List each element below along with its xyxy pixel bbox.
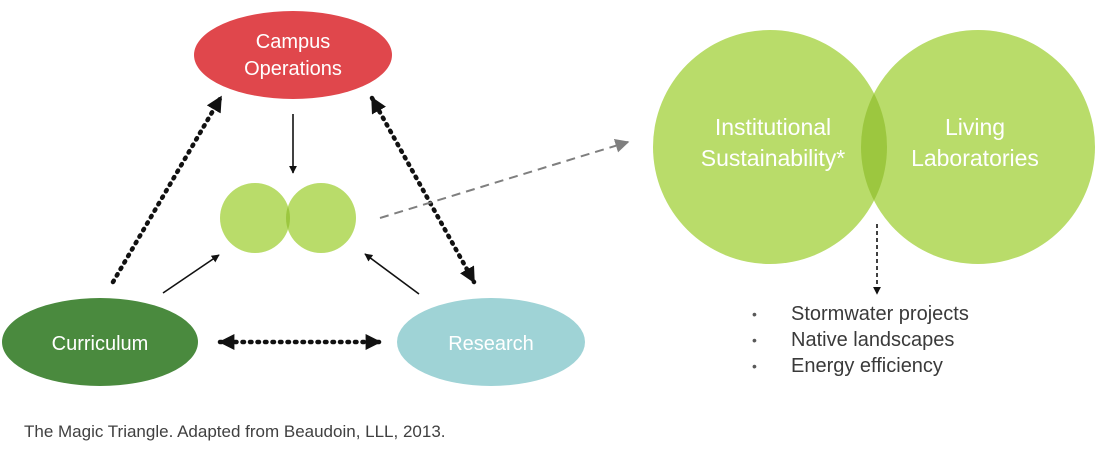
example-label: Native landscapes <box>791 329 955 351</box>
list-item: • Energy efficiency <box>752 353 969 379</box>
figure-caption: The Magic Triangle. Adapted from Beaudoi… <box>24 422 446 441</box>
list-item: • Stormwater projects <box>752 301 969 327</box>
arrow-research-to-center <box>364 253 420 295</box>
examples-list: •Stormwater projects •Native landscapes … <box>752 301 969 379</box>
small-venn-right-circle <box>286 183 356 253</box>
campus-operations-label-line2: Operations <box>244 58 342 80</box>
bullet-icon: • <box>752 332 757 348</box>
small-venn-left-circle <box>220 183 290 253</box>
research-node <box>397 298 585 386</box>
arrow-curriculum-to-center <box>162 254 220 294</box>
dashed-arrow-to-large-venn <box>379 138 630 219</box>
campus-operations-node <box>194 11 392 99</box>
institutional-sustainability-label-line1: Institutional <box>715 114 831 140</box>
bullet-icon: • <box>752 358 757 374</box>
dotted-arrow-campus-research <box>369 95 477 285</box>
curriculum-label: Curriculum <box>52 333 149 355</box>
list-item: • Native landscapes <box>752 327 969 353</box>
small-venn <box>220 183 356 253</box>
dotted-arrow-curriculum-to-campus <box>110 94 224 285</box>
campus-operations-label-line1: Campus <box>256 31 330 53</box>
living-laboratories-label-line1: Living <box>945 114 1005 140</box>
large-venn <box>653 30 1095 264</box>
bullet-icon: • <box>752 306 757 322</box>
research-label: Research <box>448 333 534 355</box>
institutional-sustainability-label-line2: Sustainability* <box>701 145 846 171</box>
example-label: Energy efficiency <box>791 355 943 377</box>
living-laboratories-circle <box>861 30 1095 264</box>
example-label: Stormwater projects <box>791 303 969 325</box>
institutional-sustainability-circle <box>653 30 887 264</box>
curriculum-node <box>2 298 198 386</box>
living-laboratories-label-line2: Laboratories <box>911 145 1039 171</box>
